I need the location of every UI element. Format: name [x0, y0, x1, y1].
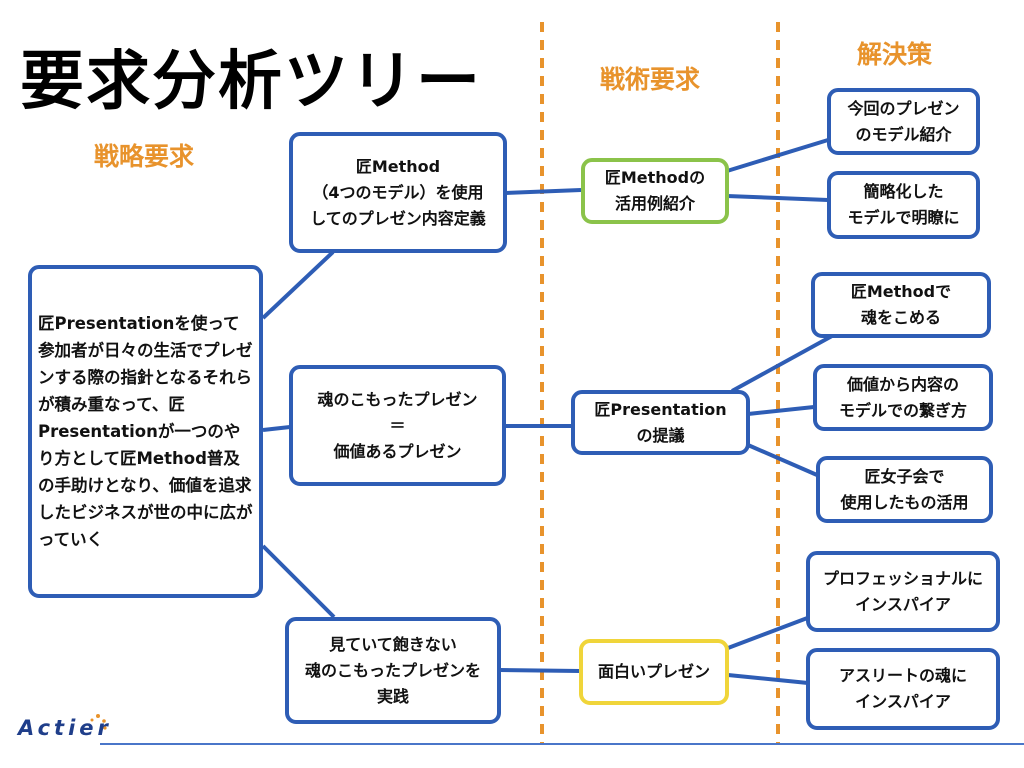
- strategy-node-2: 魂のこもったプレゼン ＝ 価値あるプレゼン: [289, 365, 506, 486]
- solution-node-2: 簡略化した モデルで明瞭に: [827, 171, 980, 239]
- strategy-node-1: 匠Method （4つのモデル）を使用 してのプレゼン内容定義: [289, 132, 507, 253]
- tactic-node-1: 匠Methodの 活用例紹介: [581, 158, 729, 224]
- solution-node-5: 匠女子会で 使用したもの活用: [816, 456, 993, 523]
- connector-s3-t3: [499, 668, 581, 673]
- connector-t2-sol5: [747, 443, 818, 477]
- logo-sparkle-icon: [90, 714, 107, 730]
- connector-root-s1: [261, 250, 335, 320]
- connector-t2-sol4: [747, 405, 815, 416]
- solution-node-3: 匠Methodで 魂をこめる: [811, 272, 991, 338]
- connector-t3-sol7: [727, 673, 809, 685]
- tactic-node-3: 面白いプレゼン: [579, 639, 729, 705]
- page-title: 要求分析ツリー: [20, 45, 482, 119]
- tactic-node-2: 匠Presentation の提議: [571, 390, 750, 455]
- strategy-node-3: 見ていて飽きない 魂のこもったプレゼンを 実践: [285, 617, 501, 724]
- connector-t3-sol6: [727, 615, 811, 650]
- connector-t2-sol3: [731, 334, 833, 393]
- connector-root-s2: [262, 425, 291, 432]
- connector-t1-sol1: [726, 138, 829, 173]
- connector-t1-sol2: [726, 194, 829, 202]
- connector-root-s3: [261, 544, 336, 619]
- footer-line: [100, 743, 1024, 745]
- root-node: 匠Presentationを使って参加者が日々の生活でプレゼンする際の指針となる…: [28, 265, 263, 598]
- section-label-tactics: 戦術要求: [600, 65, 701, 94]
- solution-node-4: 価値から内容の モデルでの繋ぎ方: [813, 364, 993, 431]
- section-label-strategy: 戦略要求: [94, 142, 195, 171]
- connector-s1-t1: [504, 188, 582, 195]
- solution-node-1: 今回のプレゼン のモデル紹介: [827, 88, 980, 155]
- section-label-solutions: 解決策: [857, 40, 933, 69]
- solution-node-7: アスリートの魂に インスパイア: [806, 648, 1000, 730]
- solution-node-6: プロフェッショナルに インスパイア: [806, 551, 1000, 632]
